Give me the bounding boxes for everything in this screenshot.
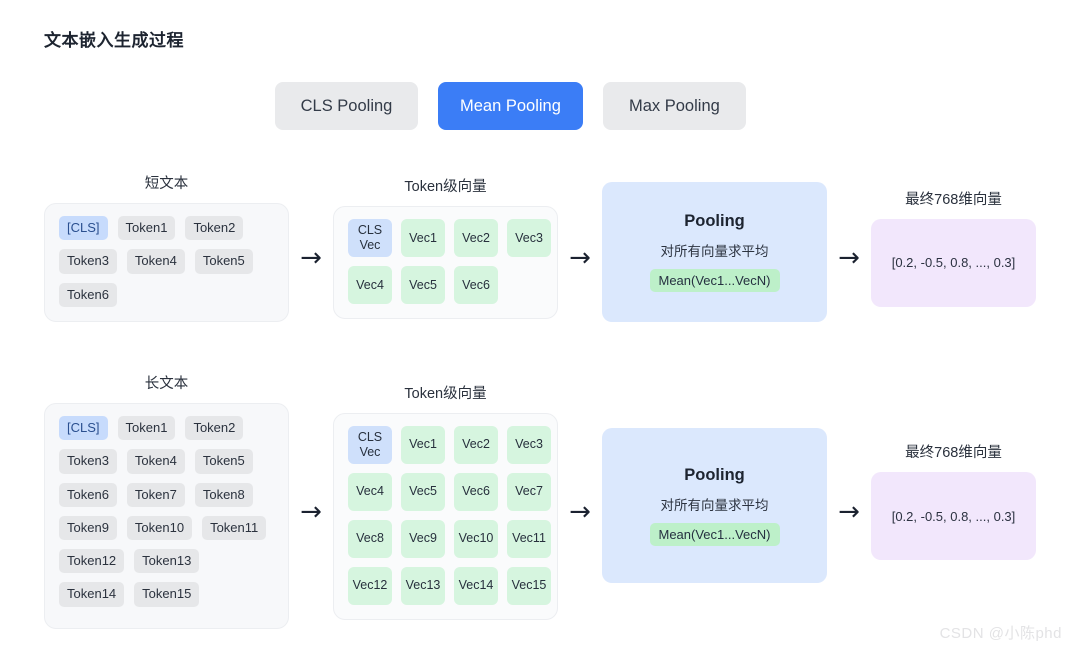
token-chip: Token13	[134, 549, 200, 574]
pooling-mode-tabs: CLS Pooling Mean Pooling Max Pooling	[275, 82, 746, 130]
stage-label-short-text: 短文本	[144, 176, 189, 193]
vector-chip: Vec15	[507, 566, 551, 605]
final-vector-box-long-text: [0.2, -0.5, 0.8, ..., 0.3]	[871, 472, 1036, 560]
stage-label-final-vector-long-text: 最终768维向量	[905, 445, 1002, 461]
token-chip: Token3	[59, 449, 117, 474]
vector-chip: Vec2	[454, 219, 498, 257]
token-chip: Token8	[194, 482, 253, 507]
token-chip: Token12	[59, 549, 125, 574]
token-chip: Token4	[126, 249, 185, 274]
pooling-mode-tab-mean-pooling[interactable]: Mean Pooling	[438, 82, 583, 130]
watermark: CSDN @小陈phd	[939, 625, 1062, 642]
token-chip: Token6	[59, 482, 117, 507]
vector-chip: Vec12	[348, 566, 392, 605]
token-chip: Token5	[194, 249, 253, 274]
token-chip: Token15	[134, 582, 200, 607]
pooling-description: 对所有向量求平均	[660, 244, 769, 259]
vector-chip: Vec3	[507, 219, 551, 257]
token-chip: Token2	[185, 416, 244, 441]
token-chip: Token9	[59, 515, 117, 540]
vector-chip: Vec13	[401, 566, 445, 605]
flow-arrow-long-text-pooling-to-final: →	[838, 496, 860, 527]
flow-arrow-short-text-pooling-to-final: →	[838, 243, 860, 273]
final-vector-value: [0.2, -0.5, 0.8, ..., 0.3]	[891, 255, 1016, 270]
flow-arrow-short-text-vectors-to-pooling: →	[569, 243, 591, 273]
vector-chip: Vec9	[401, 519, 445, 558]
vector-chip: Vec5	[401, 266, 445, 304]
vector-chip: Vec11	[507, 519, 551, 558]
token-chip-cls: [CLS]	[59, 216, 108, 241]
token-chip: Token1	[117, 416, 176, 441]
vector-chip: Vec8	[348, 519, 392, 558]
final-vector-value: [0.2, -0.5, 0.8, ..., 0.3]	[891, 508, 1016, 524]
vector-chip: Vec4	[348, 266, 392, 304]
vector-chip: Vec2	[454, 425, 498, 464]
vector-chip: Vec4	[348, 472, 392, 511]
stage-label-token-vectors-long-text: Token级向量	[404, 385, 487, 402]
pooling-title: Pooling	[684, 212, 745, 230]
pooling-formula: Mean(Vec1...VecN)	[649, 522, 780, 546]
stage-label-token-vectors-short-text: Token级向量	[404, 179, 487, 195]
page-title: 文本嵌入生成过程	[44, 31, 184, 50]
token-chip: Token14	[59, 582, 125, 607]
flow-arrow-long-text-vectors-to-pooling: →	[569, 496, 591, 527]
stage-label-final-vector-short-text: 最终768维向量	[905, 191, 1002, 208]
vector-chip: Vec10	[454, 519, 498, 558]
token-chip: Token2	[185, 216, 244, 241]
token-chip: Token11	[202, 515, 267, 540]
vector-chip-line: Vec	[359, 238, 381, 252]
pooling-mode-tab-cls-pooling[interactable]: CLS Pooling	[275, 82, 418, 130]
final-vector-box-short-text: [0.2, -0.5, 0.8, ..., 0.3]	[871, 218, 1036, 307]
pooling-mode-tab-max-pooling[interactable]: Max Pooling	[602, 82, 746, 130]
stage-label-long-text: 长文本	[144, 376, 189, 392]
pooling-formula: Mean(Vec1...VecN)	[649, 269, 780, 292]
vector-chip-line: Vec	[359, 444, 381, 459]
token-chip: Token10	[126, 515, 193, 540]
token-chip: Token1	[117, 216, 176, 241]
vector-chip: Vec3	[507, 425, 551, 464]
vector-chip: Vec1	[401, 425, 445, 464]
vector-chip: Vec6	[454, 266, 498, 304]
token-chip: Token3	[59, 249, 117, 274]
vector-chip: Vec6	[454, 472, 498, 511]
vector-chip-line: CLS	[357, 223, 383, 237]
vector-chip: Vec1	[401, 219, 445, 257]
flow-arrow-long-text-tokens-to-vectors: →	[300, 496, 322, 527]
vector-chip: Vec5	[401, 472, 445, 511]
pooling-description: 对所有向量求平均	[660, 497, 769, 513]
token-chip: Token5	[194, 449, 253, 474]
pooling-title: Pooling	[684, 465, 745, 484]
token-chip: Token7	[126, 482, 185, 507]
flow-arrow-short-text-tokens-to-vectors: →	[300, 243, 322, 273]
pooling-box-short-text: Pooling 对所有向量求平均 Mean(Vec1...VecN)	[602, 182, 827, 322]
vector-chip: Vec7	[507, 472, 551, 511]
pooling-box-long-text: Pooling 对所有向量求平均 Mean(Vec1...VecN)	[602, 428, 827, 583]
token-chip: Token4	[126, 449, 185, 474]
vector-chip-line: CLS	[357, 429, 383, 444]
token-chip-cls: [CLS]	[59, 416, 108, 441]
token-chip: Token6	[59, 282, 117, 307]
vector-chip: Vec14	[454, 566, 498, 605]
